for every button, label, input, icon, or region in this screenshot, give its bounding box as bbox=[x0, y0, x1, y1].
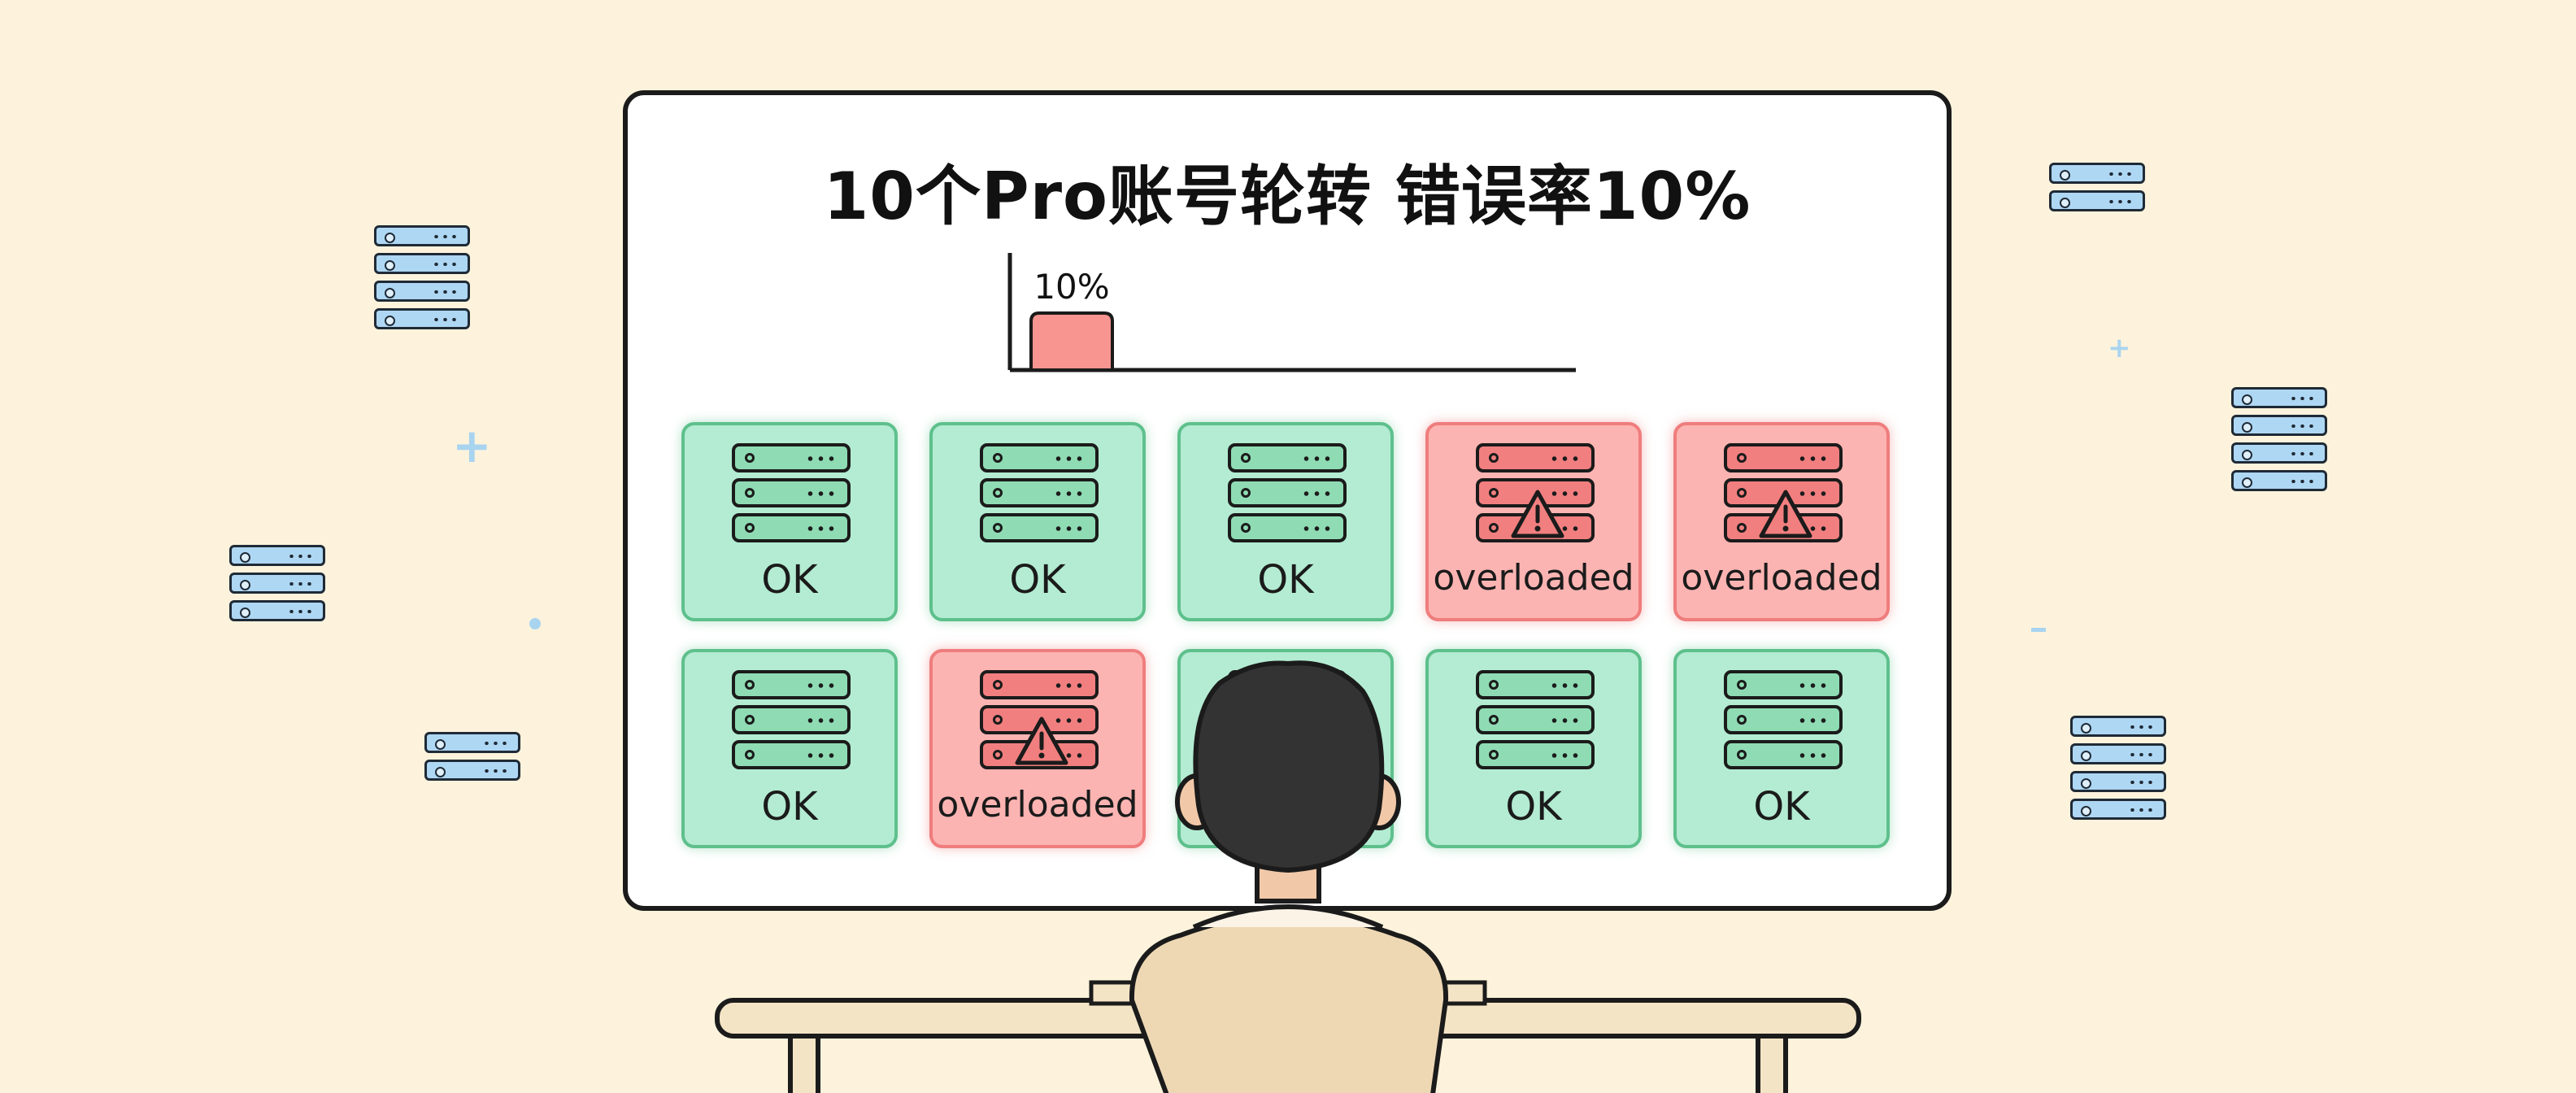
bar-data-label: 10% bbox=[1033, 267, 1109, 307]
server-stack-icon bbox=[2231, 387, 2327, 491]
error-rate-chart: 10% bbox=[1007, 253, 1576, 372]
server-status-label: overloaded bbox=[1681, 557, 1882, 599]
server-icon bbox=[980, 443, 1099, 548]
server-tile: OK bbox=[1425, 649, 1642, 848]
person-body bbox=[1129, 912, 1449, 1093]
server-tile: OK bbox=[681, 422, 898, 621]
server-icon bbox=[1228, 670, 1347, 775]
server-tile: overloaded bbox=[929, 649, 1146, 848]
server-tile: OK bbox=[681, 649, 898, 848]
server-stack-icon bbox=[424, 732, 520, 781]
board-title: 10个Pro账号轮转 错误率10% bbox=[823, 159, 1751, 234]
server-icon bbox=[1476, 670, 1595, 775]
server-tile: overloaded bbox=[1673, 422, 1890, 621]
server-status-label: OK bbox=[1753, 784, 1810, 830]
keyboard bbox=[1089, 980, 1487, 1006]
server-status-label: OK bbox=[1009, 557, 1066, 603]
sparkle-icon: + bbox=[452, 418, 492, 473]
server-icon bbox=[1228, 443, 1347, 548]
server-tile: OK bbox=[1177, 422, 1394, 621]
warning-icon bbox=[1015, 716, 1068, 765]
server-status-label: overloaded bbox=[1433, 557, 1634, 599]
dash-icon bbox=[2031, 628, 2046, 632]
server-status-label: OK bbox=[1257, 784, 1314, 830]
desk-top bbox=[715, 998, 1861, 1039]
server-stack-icon bbox=[374, 225, 470, 329]
server-stack-icon bbox=[2049, 163, 2145, 211]
server-tile: OK bbox=[1673, 649, 1890, 848]
server-status-label: OK bbox=[1257, 557, 1314, 603]
server-status-label: OK bbox=[1505, 784, 1562, 830]
desk-leg bbox=[1756, 1034, 1788, 1093]
sparkle-icon: + bbox=[2108, 332, 2131, 364]
server-tile: overloaded bbox=[1425, 422, 1642, 621]
server-status-label: overloaded bbox=[937, 784, 1138, 825]
warning-icon bbox=[1511, 490, 1564, 538]
desk-leg bbox=[788, 1034, 820, 1093]
error-rate-bar bbox=[1029, 311, 1114, 372]
server-tile: OK bbox=[929, 422, 1146, 621]
server-status-label: OK bbox=[761, 784, 818, 830]
warning-icon bbox=[1759, 490, 1812, 538]
server-tile: OK bbox=[1177, 649, 1394, 848]
server-stack-icon bbox=[229, 545, 325, 621]
server-stack-icon bbox=[2070, 716, 2166, 820]
dot-icon bbox=[529, 618, 541, 629]
server-status-label: OK bbox=[761, 557, 818, 603]
server-icon bbox=[1724, 670, 1843, 775]
server-icon bbox=[732, 443, 851, 548]
server-icon bbox=[732, 670, 851, 775]
dashboard-board: 10个Pro账号轮转 错误率10% 10% OK OK OK overloaded ov… bbox=[623, 90, 1952, 911]
